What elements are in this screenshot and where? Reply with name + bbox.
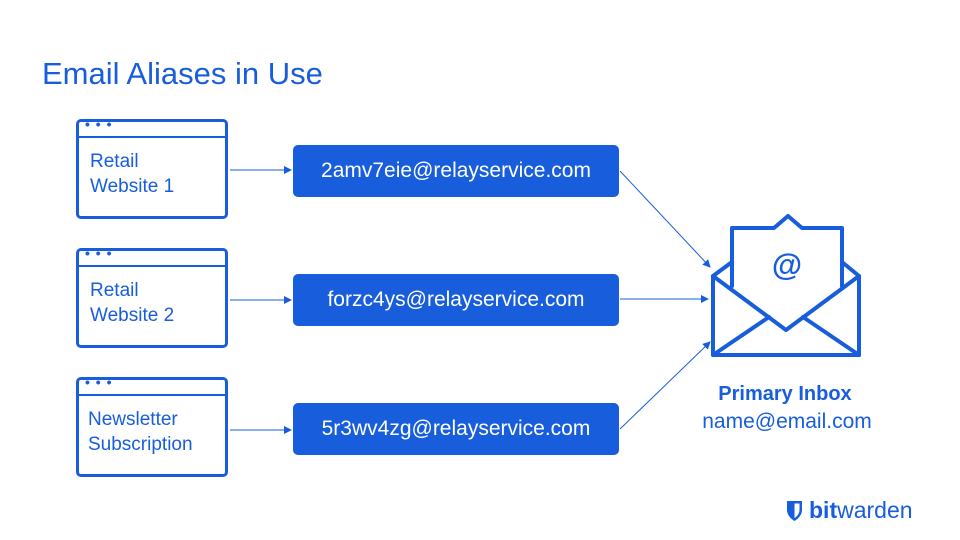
inbox-title: Primary Inbox <box>718 383 852 405</box>
window-dots-icon: • • • <box>85 116 113 132</box>
source-label: Retail Website 1 <box>90 149 221 199</box>
source-label-line2: Website 1 <box>90 176 175 197</box>
alias-box-3: 5r3wv4zg@relayservice.com <box>293 403 619 455</box>
envelope-icon <box>711 214 861 357</box>
source-label-line1: Retail <box>90 280 139 301</box>
source-retail-website-1: • • • Retail Website 1 <box>76 116 228 219</box>
window-dots-icon: • • • <box>85 245 113 261</box>
diagram-title: Email Aliases in Use <box>42 56 323 91</box>
inbox-address: name@email.com <box>702 410 872 433</box>
alias-box-1: 2amv7eie@relayservice.com <box>293 145 619 197</box>
source-retail-website-2: • • • Retail Website 2 <box>76 245 228 348</box>
source-label: Newsletter Subscription <box>88 407 221 457</box>
browser-title-bar: • • • <box>79 374 225 396</box>
alias-box-2: forzc4ys@relayservice.com <box>293 274 619 326</box>
source-label-line1: Retail <box>90 151 139 172</box>
window-dots-icon: • • • <box>85 374 113 390</box>
source-label-line2: Subscription <box>88 434 193 455</box>
source-newsletter-subscription: • • • Newsletter Subscription <box>76 374 228 477</box>
source-label-line2: Website 2 <box>90 305 175 326</box>
source-label: Retail Website 2 <box>90 278 221 328</box>
logo-text-regular: warden <box>837 497 913 523</box>
source-label-line1: Newsletter <box>88 409 178 430</box>
shield-icon <box>787 500 802 521</box>
arrow-alias3-to-inbox <box>619 341 711 430</box>
browser-title-bar: • • • <box>79 116 225 138</box>
arrow-alias1-to-inbox <box>619 170 711 268</box>
browser-title-bar: • • • <box>79 245 225 267</box>
logo-text-bold: bit <box>809 497 838 523</box>
at-sign-icon: @ <box>772 247 802 282</box>
